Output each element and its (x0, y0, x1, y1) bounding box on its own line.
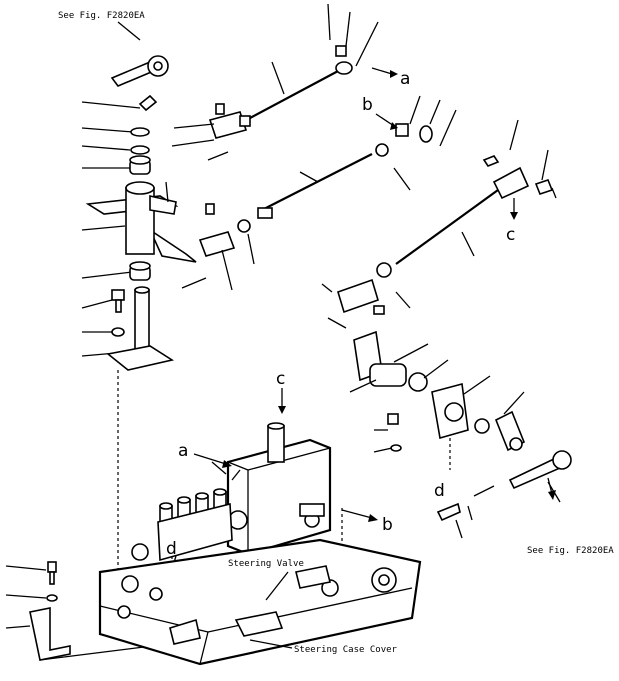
bolt-left (111, 289, 125, 313)
bushing-lower (129, 261, 151, 281)
reference-link-top-left (110, 21, 169, 87)
steering-case-cover-label: Steering Case Cover (294, 645, 398, 655)
callout-b-top: b (362, 95, 373, 115)
washer-left (111, 327, 125, 337)
steering-case-cover (98, 538, 422, 666)
washer (130, 145, 150, 155)
reference-label-top-left: See Fig. F2820EA (58, 11, 145, 21)
shaft-bracket (106, 286, 175, 600)
callout-b-center: b (382, 515, 393, 535)
callout-a-top: a (400, 69, 410, 89)
middle-rod-assembly (181, 95, 457, 291)
steering-valve-label: Steering Valve (228, 559, 304, 569)
snap-ring (130, 127, 150, 137)
steering-valve-body (131, 422, 332, 562)
callout-a-center: a (178, 441, 188, 461)
right-lever-assembly (327, 305, 572, 539)
bushing-upper (129, 155, 151, 175)
reference-label-bottom-right: See Fig. F2820EA (527, 546, 614, 556)
callout-d-left: d (166, 539, 177, 559)
right-rod-assembly (321, 119, 557, 314)
callout-c-center: c (276, 369, 285, 389)
callout-c-right: c (506, 225, 515, 245)
grease-fitting (138, 94, 158, 112)
upper-rod-assembly (171, 3, 398, 161)
bell-crank-lever (85, 181, 197, 263)
left-leader-lines (5, 101, 141, 629)
callout-d-right: d (434, 481, 445, 501)
